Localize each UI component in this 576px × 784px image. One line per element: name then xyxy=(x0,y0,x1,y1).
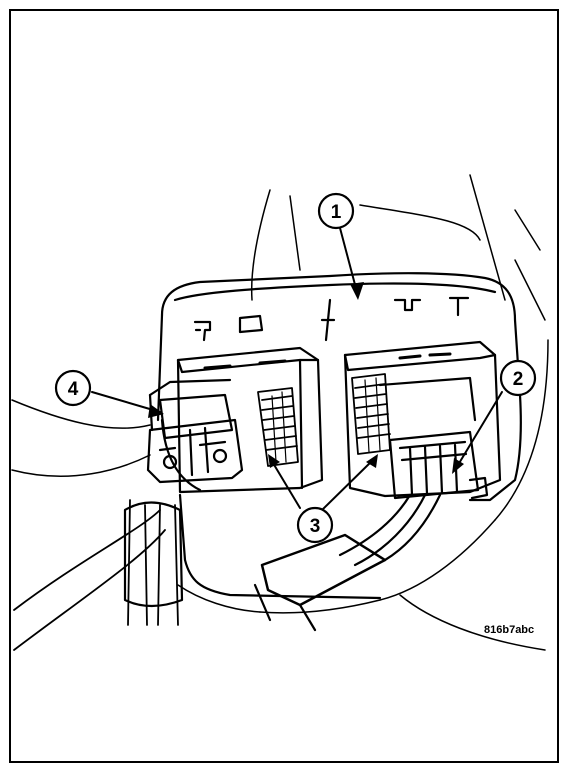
callout-number-3: 3 xyxy=(310,516,321,537)
callout-circle-3 xyxy=(296,506,334,544)
callout-number-4: 4 xyxy=(68,379,79,400)
figure-frame xyxy=(9,9,559,763)
left-module-body xyxy=(148,346,324,494)
connector-two xyxy=(388,430,489,500)
left-module-label xyxy=(257,387,299,467)
arrowheads xyxy=(148,282,464,474)
connector-four xyxy=(146,393,244,484)
callout-circles xyxy=(54,192,537,544)
callout-number-1: 1 xyxy=(331,202,342,223)
right-wire-harness xyxy=(253,493,442,632)
background-structure xyxy=(11,174,549,651)
callout-circle-2 xyxy=(499,359,537,397)
callout-circle-4 xyxy=(54,369,92,407)
callout-number-2: 2 xyxy=(513,369,524,390)
figure-id-code: 816b7abc xyxy=(484,624,534,636)
callout-circle-1 xyxy=(317,192,355,230)
left-wire-harness xyxy=(13,499,184,651)
right-module-label xyxy=(351,373,391,455)
